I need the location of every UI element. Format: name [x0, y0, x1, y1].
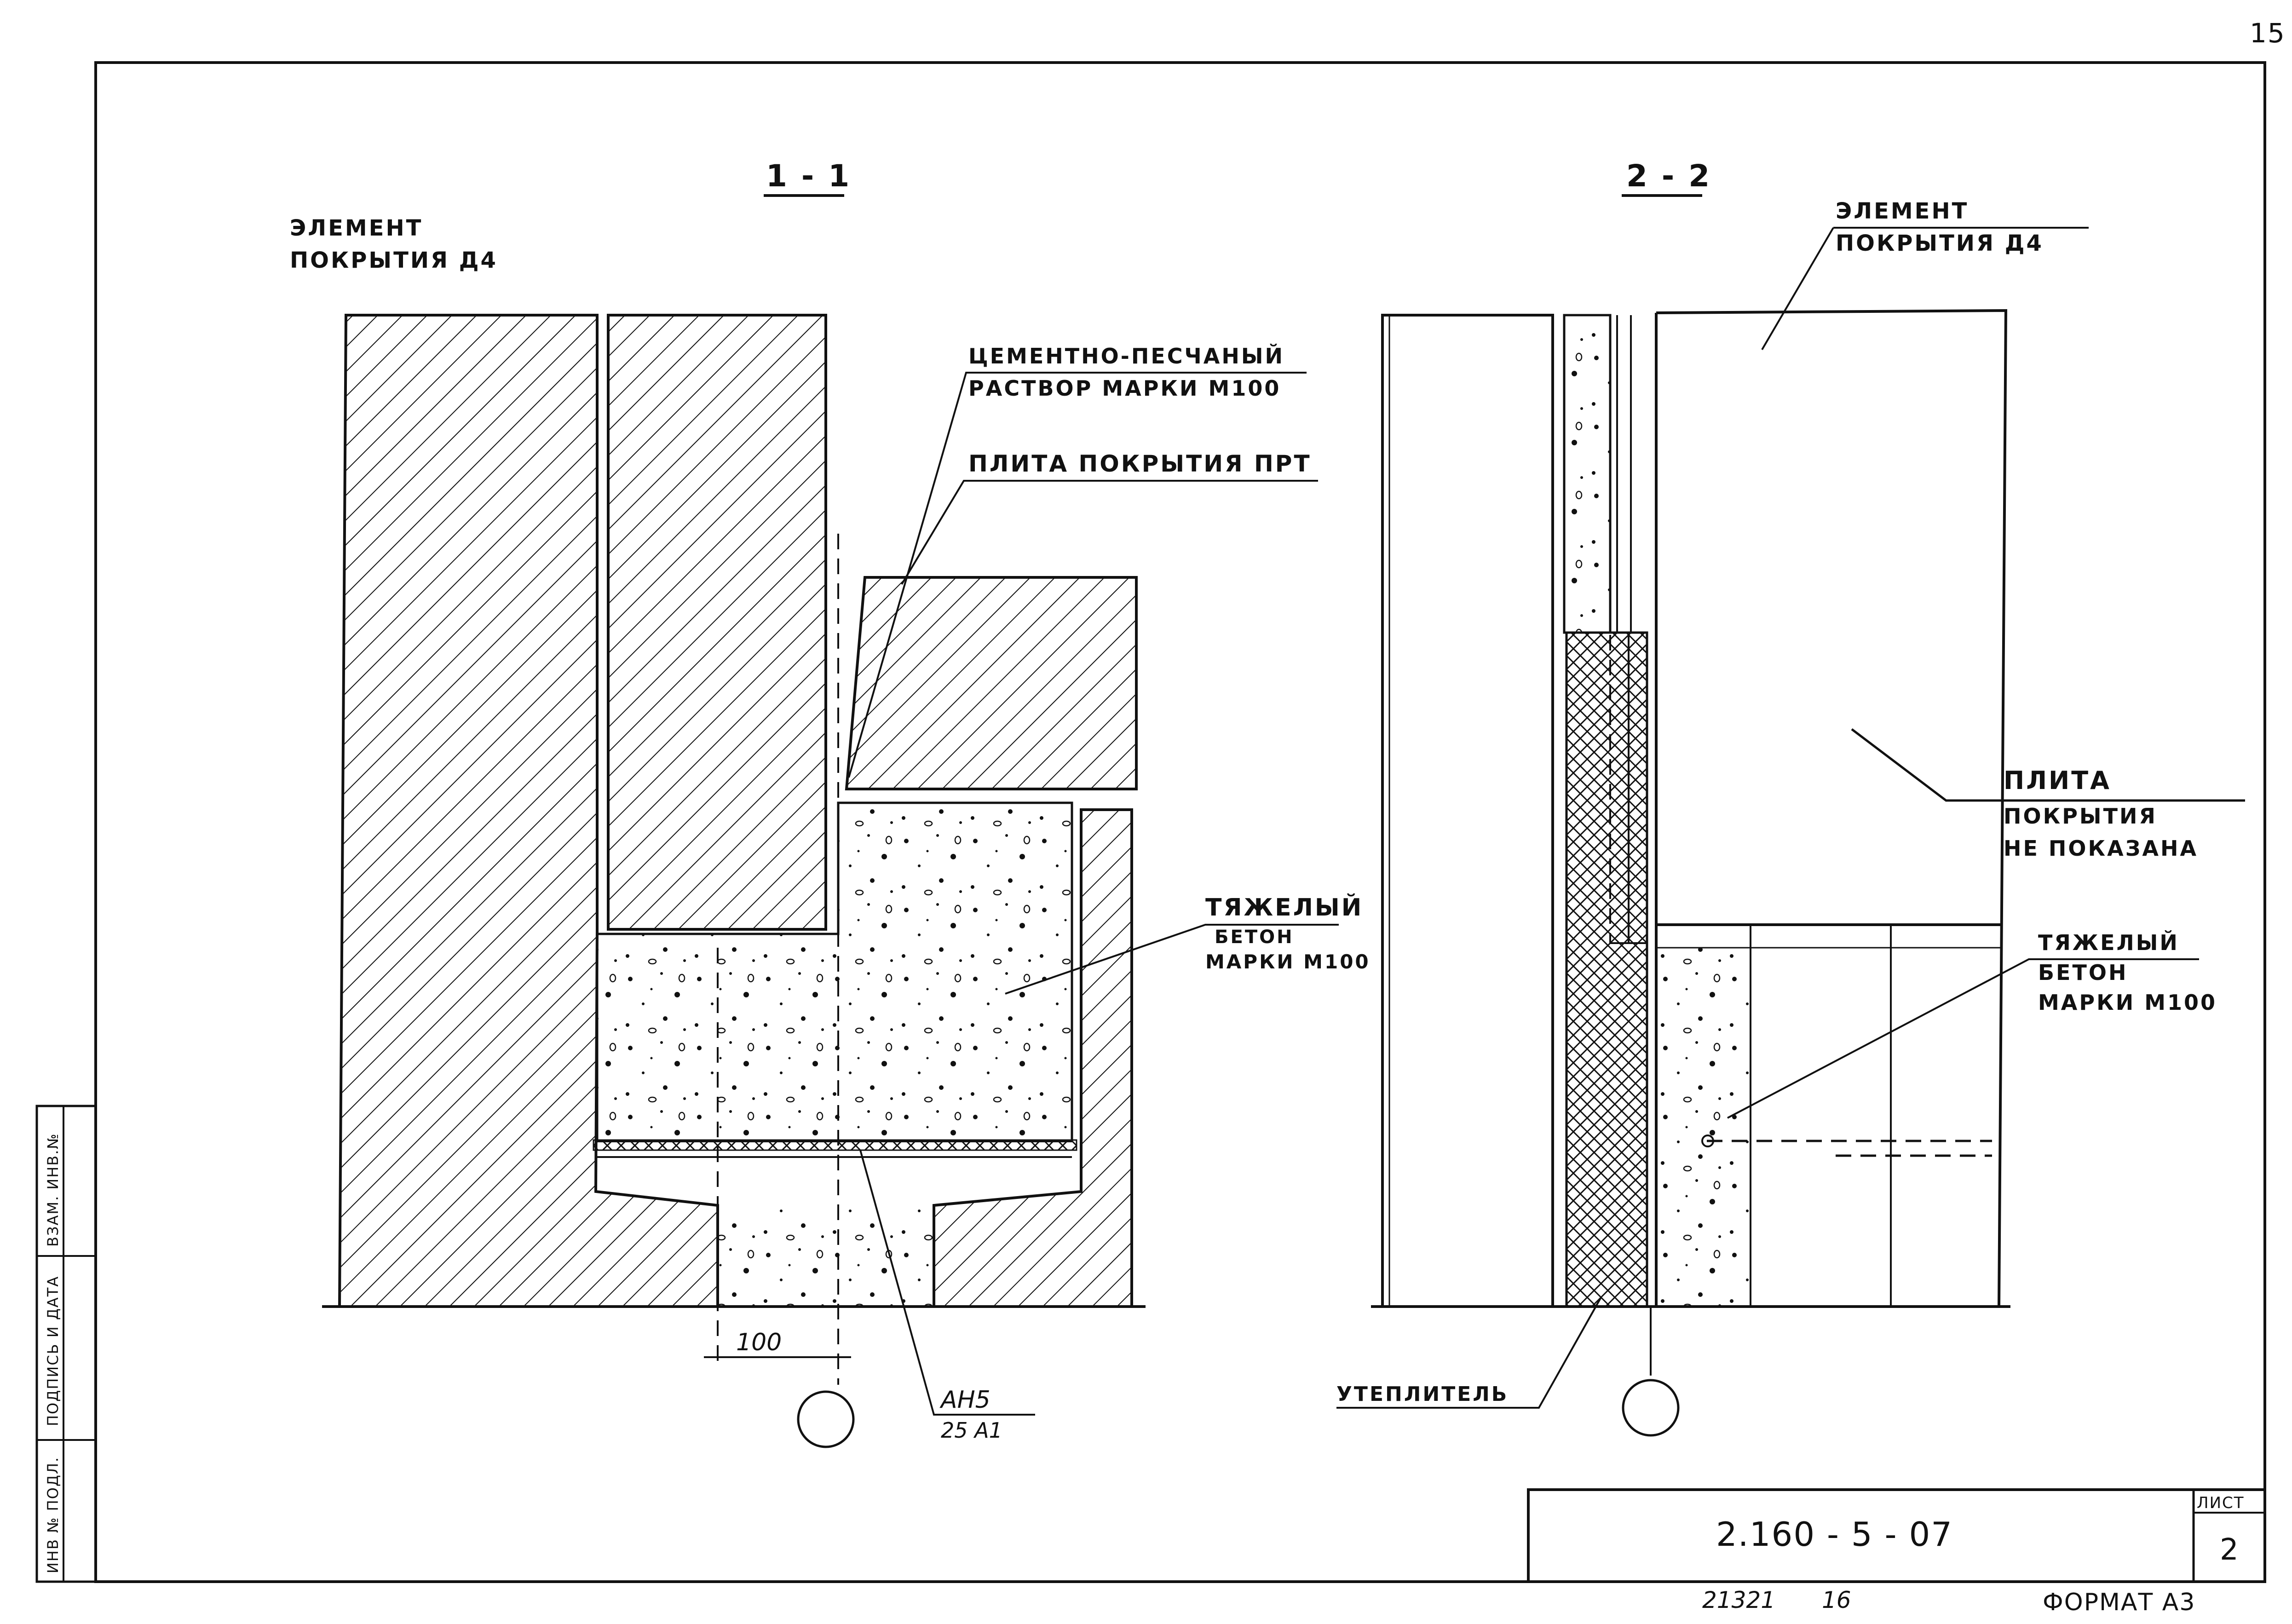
axis-bubble-2: [1622, 1379, 1680, 1437]
heavy-concrete-2: [1659, 948, 1751, 1307]
stamp-strip: ИНВ № ПОДЛ. ПОДПИСЬ И ДАТА ВЗАМ. ИНВ.№: [35, 1105, 97, 1583]
concrete-label-line3: МАРКИ М100: [1205, 950, 1371, 973]
title-block: 2.160 - 5 - 07 ЛИСТ 2: [1527, 1488, 2266, 1583]
leader-insulation: [1336, 1297, 1602, 1409]
designation: 2.160 - 5 - 07: [1716, 1515, 1953, 1554]
slab-not-shown-label-line2: ПОКРЫТИЯ: [2004, 804, 2157, 829]
concrete-2-label-line2: БЕТОН: [2038, 960, 2128, 985]
slab-prt-hatched: [845, 576, 1138, 790]
dimension-100: 100: [736, 1329, 782, 1356]
leader-element-2: [1761, 227, 1834, 351]
leader-slab: [901, 480, 1318, 585]
insulation-label: УТЕПЛИТЕЛЬ: [1336, 1382, 1509, 1406]
anchor-label-line1: АН5: [939, 1386, 991, 1414]
section-1-element-label-line2: ПОКРЫТИЯ Д4: [290, 248, 498, 273]
leader-slab-2: [1851, 728, 2245, 802]
wall-left-outline: [1381, 314, 1554, 1308]
leader-anchor: [859, 1150, 1035, 1416]
section-1-title: 1 - 1: [766, 158, 851, 194]
sheet-label: ЛИСТ: [2197, 1494, 2245, 1512]
concrete-2-label-line1: ТЯЖЕЛЫЙ: [2038, 930, 2179, 955]
archive-number: 21321: [1702, 1587, 1775, 1613]
concrete-2-label-line3: МАРКИ М100: [2038, 990, 2217, 1015]
slab-not-shown-label-line1: ПЛИТА: [2004, 766, 2111, 795]
section-2-2: 2 - 2 ЭЛЕМЕНТ ПОКРЫТИЯ Д4: [1336, 158, 2245, 1437]
section-1-element-label-line1: ЭЛЕМЕНТ: [290, 215, 423, 241]
anchor-label-line2: 25 А1: [941, 1418, 1002, 1443]
concrete-label-line2: БЕТОН: [1215, 927, 1294, 948]
stamp-inv-original: ИНВ № ПОДЛ.: [44, 1457, 62, 1573]
slab-not-shown-label-line3: НЕ ПОКАЗАНА: [2004, 836, 2198, 861]
sheet-number: 2: [2220, 1533, 2240, 1567]
stamp-inv-replaced: ВЗАМ. ИНВ.№: [44, 1133, 62, 1247]
element-d4-column: [607, 314, 827, 931]
leader-concrete: [1005, 924, 1339, 995]
sheet-frame: [94, 61, 2266, 1583]
section-2-title: 2 - 2: [1626, 158, 1711, 194]
concrete-label-line1: ТЯЖЕЛЫЙ: [1205, 893, 1363, 921]
joint-concrete-upper: [1563, 314, 1612, 634]
axis-bubble-1: [797, 1390, 855, 1448]
page-number: 15: [2250, 17, 2286, 49]
archive-sub: 16: [1822, 1587, 1851, 1613]
stamp-signature-date: ПОДПИСЬ И ДАТА: [44, 1276, 62, 1426]
section-2-element-label-line2: ПОКРЫТИЯ Д4: [1836, 230, 2044, 256]
insulation-crosshatch: [1565, 631, 1648, 1308]
anchor-bar: [593, 1139, 1077, 1151]
mortar-label-line2: РАСТВОР МАРКИ М100: [968, 376, 1281, 401]
format-label: ФОРМАТ А3: [2043, 1589, 2195, 1616]
slab-prt-label: ПЛИТА ПОКРЫТИЯ ПРТ: [968, 450, 1312, 477]
mortar-label-line1: ЦЕМЕНТНО-ПЕСЧАНЫЙ: [968, 344, 1284, 369]
section-1-1: 1 - 1 ЭЛЕМЕНТ ПОКРЫТИЯ Д4 100 ЦЕМЕН: [290, 158, 1371, 1448]
leader-mortar: [848, 372, 1307, 778]
section-2-element-label-line1: ЭЛЕМЕНТ: [1836, 198, 1969, 224]
heavy-concrete-lower: [718, 1205, 934, 1307]
leader-concrete-2: [1727, 958, 2199, 1119]
